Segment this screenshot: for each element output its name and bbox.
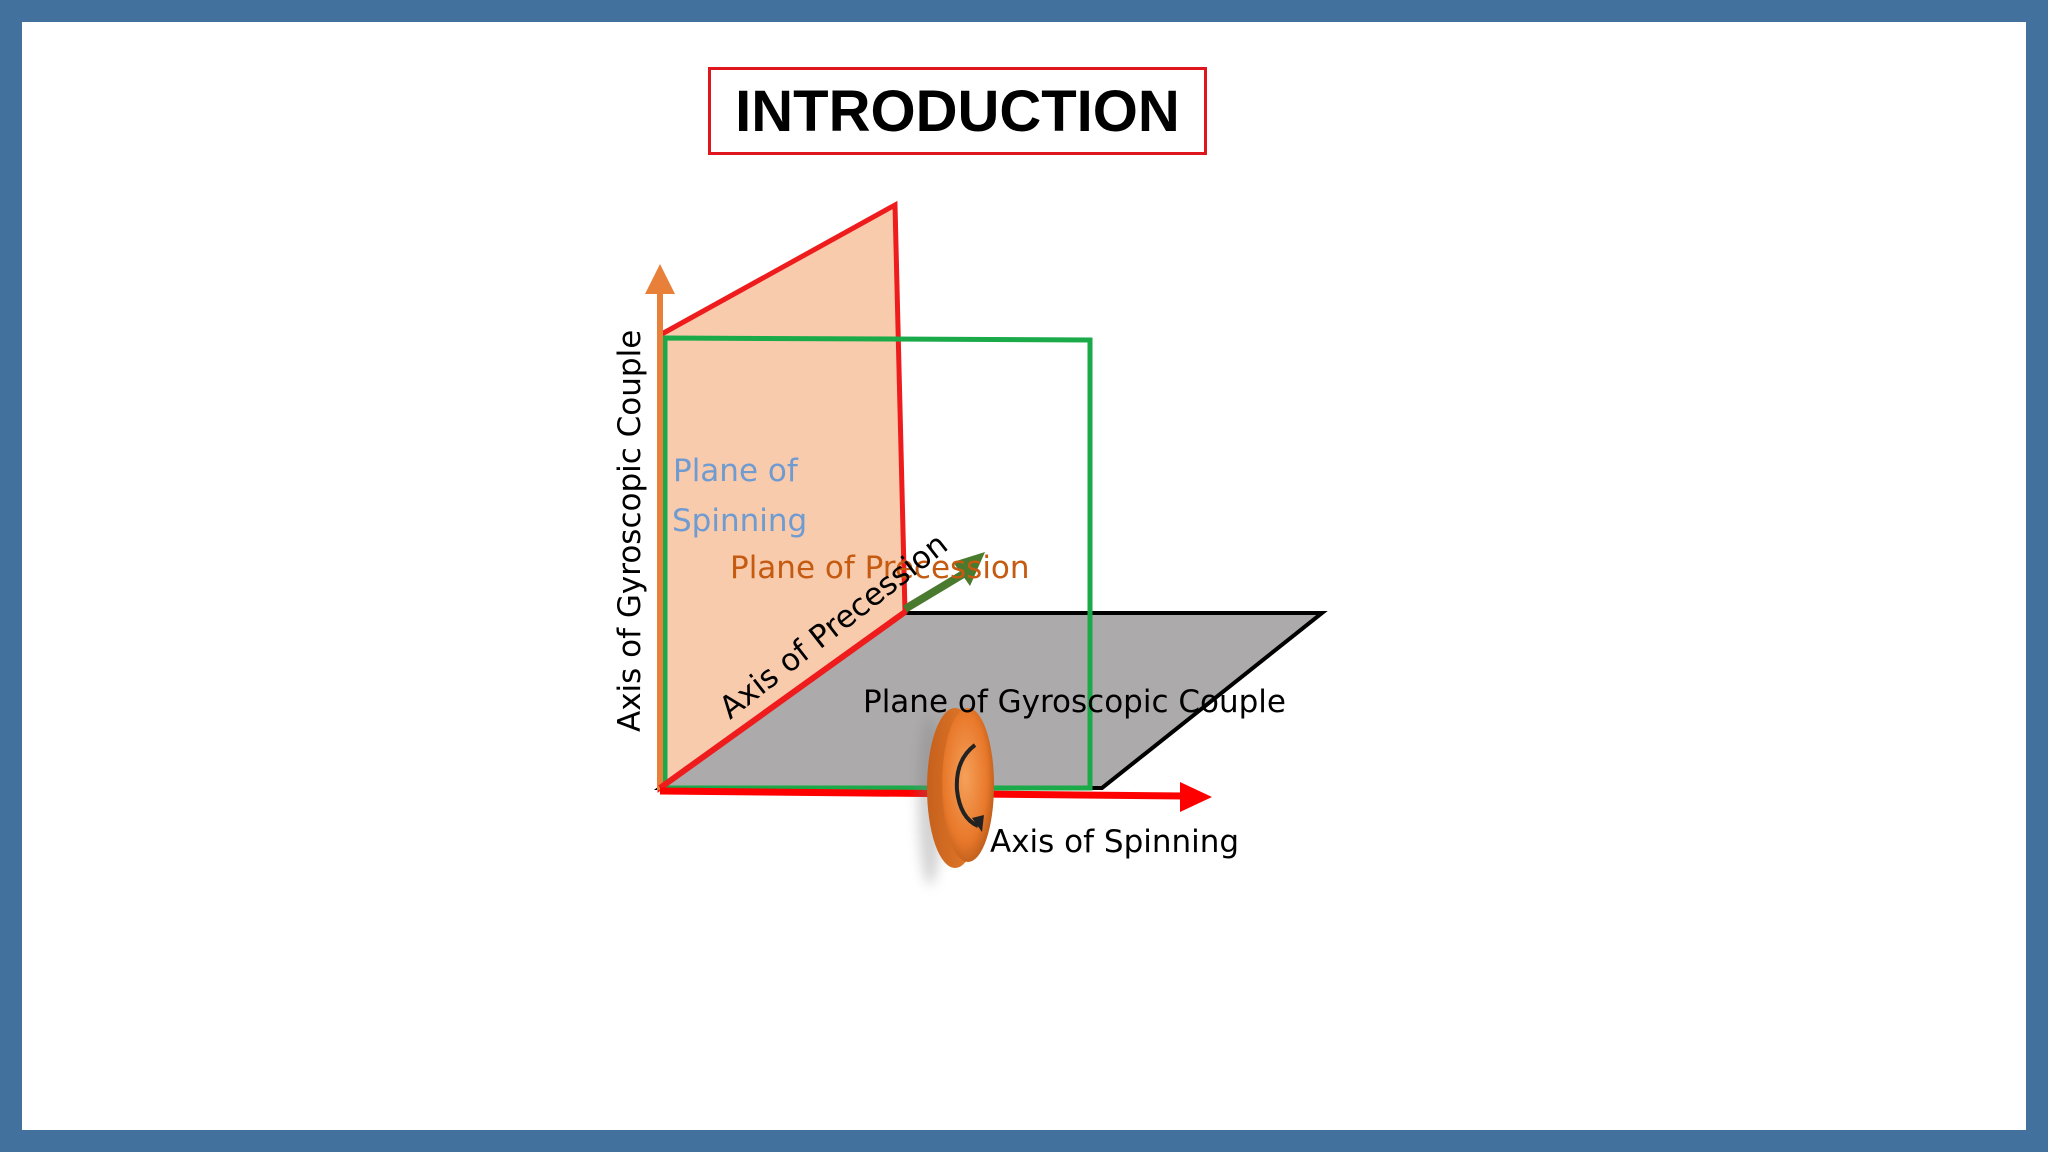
- disc-rotation-arrow-tip: [972, 815, 984, 832]
- plane-of-precession: [662, 335, 1093, 791]
- axis-of-precession-line: [902, 569, 968, 613]
- label-plane-of-spinning-line2: Spinning: [672, 503, 807, 539]
- label-plane-of-spinning-line1: Plane of: [673, 453, 799, 489]
- axis-of-precession-arrowhead: [953, 552, 985, 586]
- label-axis-of-spinning: Axis of Spinning: [990, 824, 1239, 860]
- disc-face: [942, 708, 994, 862]
- slide-canvas: [22, 22, 2026, 1130]
- axis-couple-arrowhead: [645, 264, 675, 294]
- label-plane-of-precession: Plane of Precession: [730, 550, 1030, 586]
- disc-rotation-arrow-icon: [954, 743, 979, 828]
- slide-title: INTRODUCTION: [735, 78, 1180, 144]
- label-axis-gyroscopic-couple: Axis of Gyroscopic Couple: [612, 330, 648, 732]
- spinning-plane-bottom-edge: [658, 609, 907, 791]
- label-plane-gyroscopic-couple: Plane of Gyroscopic Couple: [863, 684, 1286, 720]
- title-box: INTRODUCTION: [708, 67, 1207, 155]
- spinning-disc: [918, 708, 994, 885]
- axis-of-spinning-arrowhead: [1180, 782, 1212, 812]
